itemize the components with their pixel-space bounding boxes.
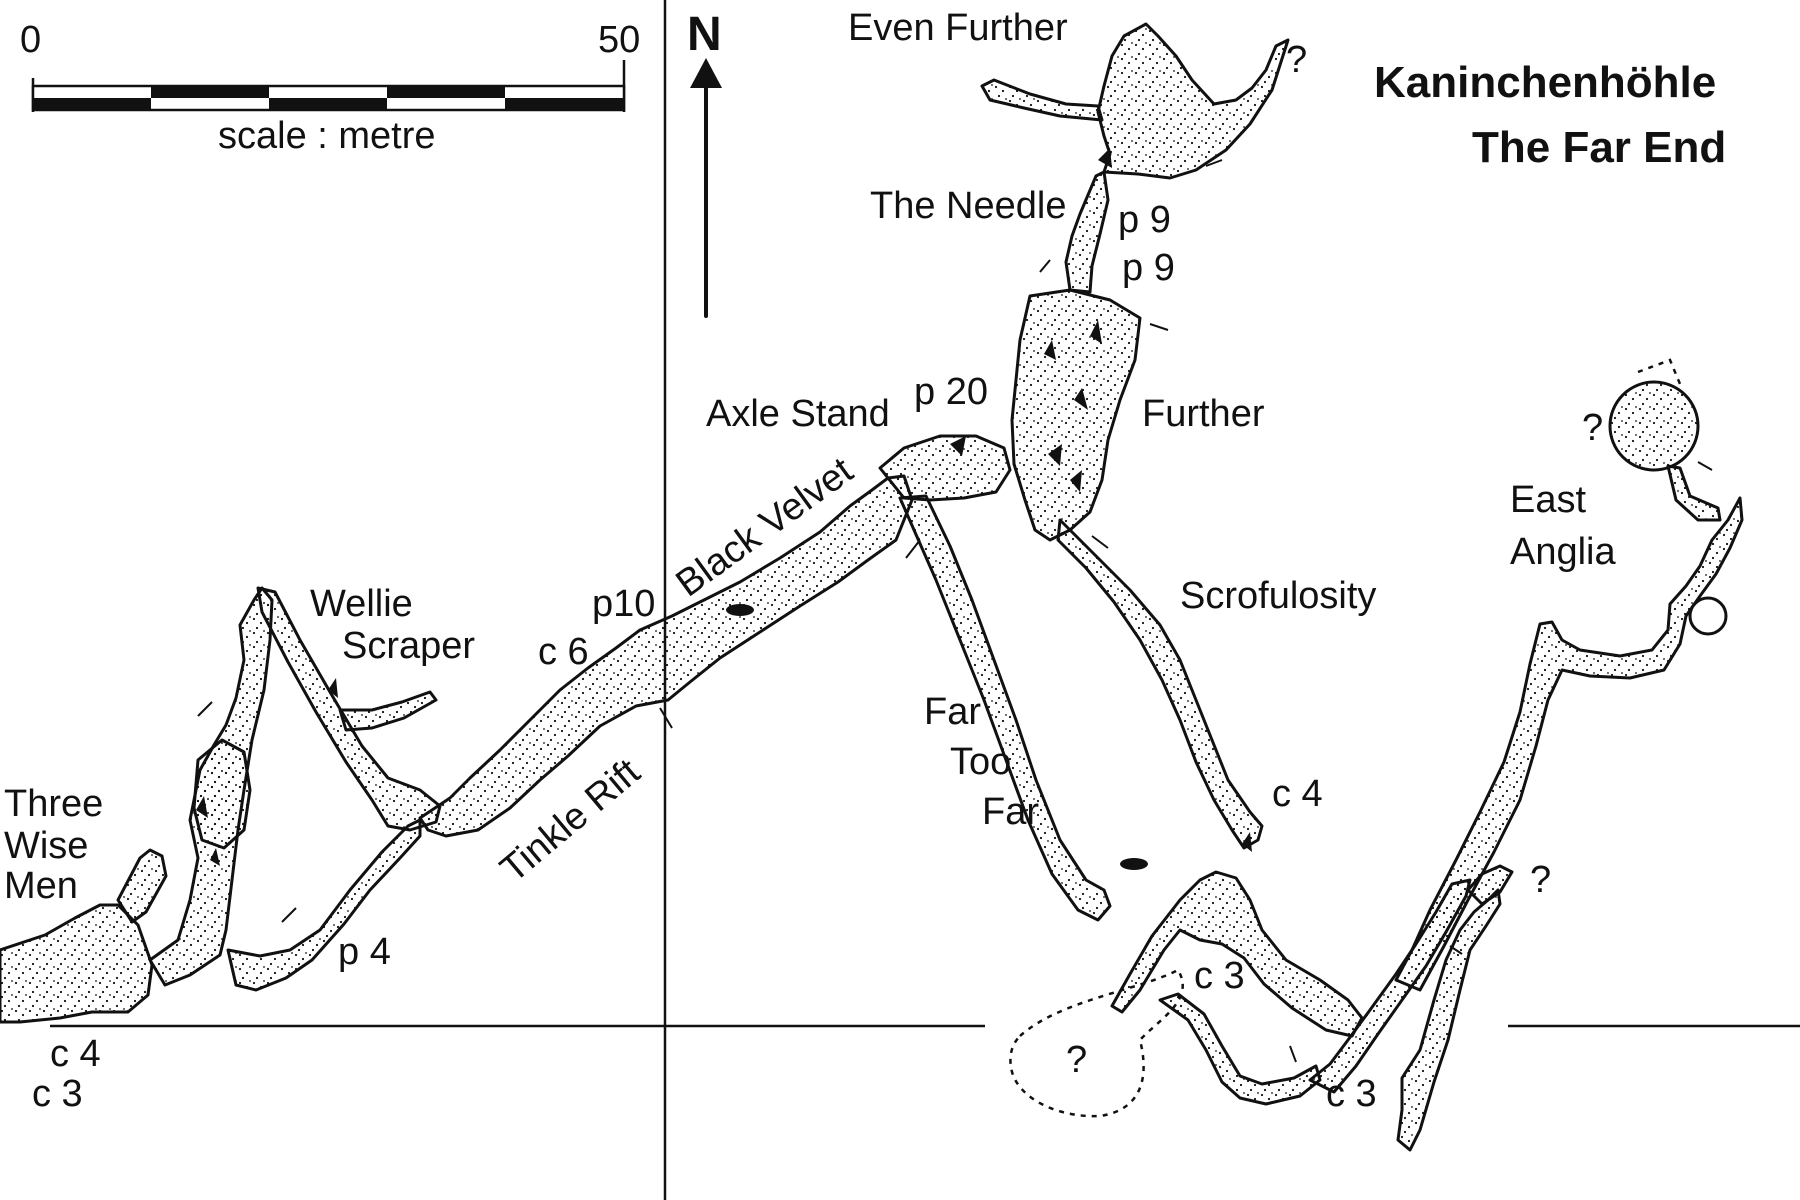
label-the-needle: The Needle xyxy=(870,185,1066,227)
label-p4: p 4 xyxy=(338,931,391,973)
label-p10: p10 xyxy=(592,583,655,625)
label-p9-upper: p 9 xyxy=(1118,199,1171,241)
label-question-right: ? xyxy=(1530,859,1551,901)
label-scraper: Scraper xyxy=(342,625,475,667)
north-label: N xyxy=(687,8,722,61)
unsurveyed-east xyxy=(1637,358,1682,385)
label-too: Too xyxy=(950,741,1011,783)
label-further: Further xyxy=(1142,393,1265,435)
label-even-further: Even Further xyxy=(848,7,1068,49)
scale-start-label: 0 xyxy=(20,19,41,61)
label-three: Three xyxy=(4,783,103,825)
passage-wellie-chamber xyxy=(192,738,252,850)
passage-right-sump xyxy=(1466,864,1514,906)
title-line-2: The Far End xyxy=(1472,123,1726,172)
label-c4-right: c 4 xyxy=(1272,773,1323,815)
label-question-sump: ? xyxy=(1066,1039,1087,1081)
passage-the-needle xyxy=(1064,170,1110,294)
map-title: Kaninchenhöhle The Far End xyxy=(1374,58,1726,172)
passage-east-anglia-chamber xyxy=(1608,380,1700,472)
label-axle-stand: Axle Stand xyxy=(706,393,890,435)
grid-lines xyxy=(50,0,1800,1200)
label-c4-left: c 4 xyxy=(50,1033,101,1075)
label-wise: Wise xyxy=(4,825,88,867)
passage-wise-men-rift xyxy=(116,848,168,924)
label-far-2: Far xyxy=(982,791,1039,833)
passage-even-further xyxy=(1096,22,1290,180)
passage-lower-loop xyxy=(226,818,422,992)
label-men: Men xyxy=(4,865,78,907)
label-p20: p 20 xyxy=(914,371,988,413)
survey-symbols xyxy=(196,148,1728,1063)
scale-bar: 0 50 scale : metre xyxy=(20,19,640,157)
passage-wellie-side xyxy=(338,690,438,732)
passage-axle-stand xyxy=(878,434,1012,502)
label-anglia: Anglia xyxy=(1510,531,1616,573)
scale-caption: scale : metre xyxy=(218,115,436,157)
passage-east-anglia-link xyxy=(1666,464,1722,522)
passage-lower-junction xyxy=(1110,870,1364,1038)
label-wellie: Wellie xyxy=(310,583,413,625)
passage-east-anglia xyxy=(1394,496,1744,992)
scale-end-label: 50 xyxy=(598,19,640,61)
cave-passages xyxy=(0,22,1744,1152)
label-c3-mid: c 3 xyxy=(1194,955,1245,997)
passage-even-further-west xyxy=(980,78,1104,122)
label-question-top: ? xyxy=(1286,39,1307,81)
label-c3-left: c 3 xyxy=(32,1073,83,1115)
passage-right-small xyxy=(1396,888,1502,1152)
north-arrow: N xyxy=(687,8,722,318)
label-far: Far xyxy=(924,691,981,733)
passage-three-wise-men xyxy=(0,903,154,1024)
map-labels: Even Further ? The Needle p 9 p 9 p 20 A… xyxy=(4,7,1616,1115)
passage-scrofulosity xyxy=(1056,518,1264,850)
label-scrofulosity: Scrofulosity xyxy=(1180,575,1376,617)
label-p9-lower: p 9 xyxy=(1122,247,1175,289)
label-c3-right: c 3 xyxy=(1326,1073,1377,1115)
label-c6: c 6 xyxy=(538,631,589,673)
label-question-east: ? xyxy=(1582,407,1603,449)
label-east: East xyxy=(1510,479,1586,521)
passage-further xyxy=(1010,288,1142,542)
unsurveyed-outline xyxy=(1009,968,1184,1118)
title-line-1: Kaninchenhöhle xyxy=(1374,58,1716,107)
passage-far-too-far xyxy=(898,494,1112,922)
